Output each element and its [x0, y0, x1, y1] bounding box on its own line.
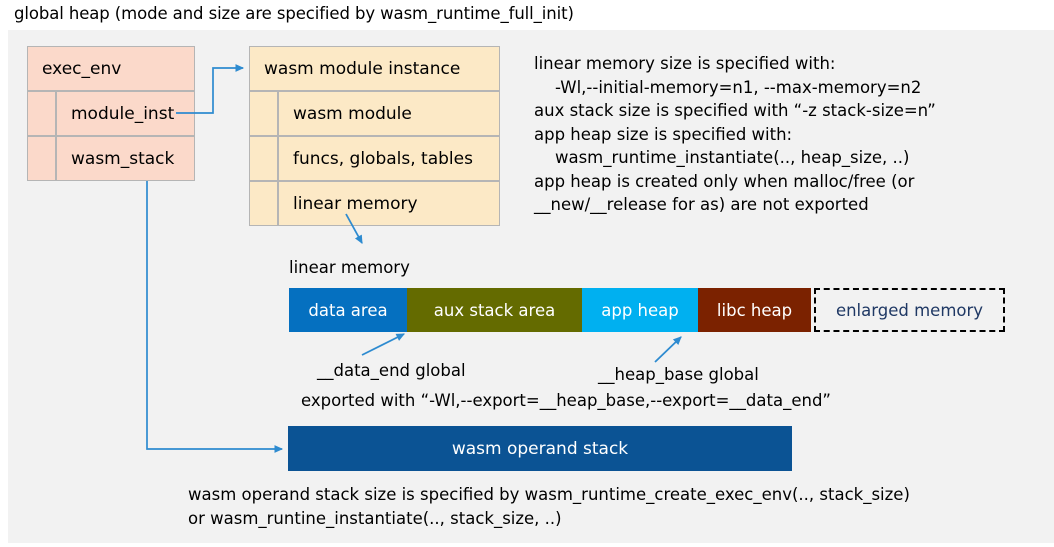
exec-env-header: exec_env	[27, 46, 195, 91]
exec-env-header-label: exec_env	[42, 58, 122, 79]
page-title: global heap (mode and size are specified…	[14, 4, 574, 23]
annotation-data-end: __data_end global	[317, 361, 466, 380]
module-instance-field-linear-memory-label: linear memory	[293, 193, 418, 214]
exec-env-gutter-1	[27, 91, 56, 136]
memory-segment-app-heap: app heap	[582, 288, 698, 332]
memory-segment-app-heap-label: app heap	[601, 300, 679, 320]
module-instance-field-funcs-globals-tables-label: funcs, globals, tables	[293, 148, 473, 169]
wasm-operand-stack-box: wasm operand stack	[288, 426, 792, 471]
linear-memory-caption: linear memory	[289, 258, 410, 277]
exec-env-field-module-inst: module_inst	[56, 91, 195, 136]
memory-segment-data-area: data area	[289, 288, 407, 332]
notes-right: linear memory size is specified with: -W…	[534, 54, 936, 214]
memory-segment-enlarged-memory-label: enlarged memory	[835, 300, 984, 320]
memory-segment-libc-heap: libc heap	[698, 288, 811, 332]
module-instance-gutter-3	[249, 181, 278, 226]
memory-segment-data-area-label: data area	[308, 300, 388, 320]
module-instance-header: wasm module instance	[249, 46, 500, 91]
module-instance-field-funcs-globals-tables: funcs, globals, tables	[278, 136, 500, 181]
module-instance-gutter-1	[249, 91, 278, 136]
exec-env-field-module-inst-label: module_inst	[71, 103, 175, 124]
module-instance-field-wasm-module-label: wasm module	[293, 103, 412, 124]
exec-env-field-wasm-stack: wasm_stack	[56, 136, 195, 181]
exec-env-gutter-2	[27, 136, 56, 181]
memory-segment-aux-stack-area: aux stack area	[407, 288, 582, 332]
annotation-heap-base: __heap_base global	[598, 365, 759, 384]
linear-memory-bar: data area aux stack area app heap libc h…	[289, 288, 1005, 332]
module-instance-gutter-2	[249, 136, 278, 181]
annotation-export-line: exported with “-Wl,--export=__heap_base,…	[301, 391, 831, 410]
memory-segment-aux-stack-area-label: aux stack area	[433, 300, 556, 320]
module-instance-field-linear-memory: linear memory	[278, 181, 500, 226]
memory-segment-libc-heap-label: libc heap	[716, 300, 793, 320]
memory-segment-enlarged-memory: enlarged memory	[814, 288, 1005, 332]
wasm-operand-stack-label: wasm operand stack	[451, 438, 629, 459]
module-instance-field-wasm-module: wasm module	[278, 91, 500, 136]
module-instance-header-label: wasm module instance	[264, 58, 461, 79]
exec-env-field-wasm-stack-label: wasm_stack	[71, 148, 175, 169]
notes-bottom: wasm operand stack size is specified by …	[188, 485, 910, 528]
